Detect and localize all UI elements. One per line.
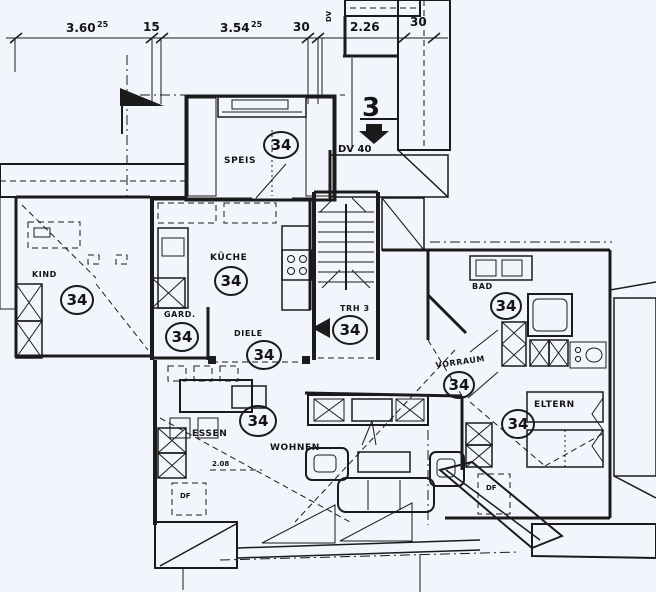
- svg-text:34: 34: [67, 291, 88, 309]
- roof-band-bottom: [154, 281, 656, 592]
- room-label-kueche: KÜCHE: [210, 252, 247, 263]
- unit-circle-kind: 34: [60, 285, 94, 315]
- wc-icon: [569, 341, 607, 369]
- dim-3-54-sup: 25: [251, 20, 263, 29]
- room-label-eltern: ELTERN: [534, 400, 575, 410]
- unit-circle-essen: 34: [239, 405, 277, 437]
- unit-circle-vorraum: 34: [443, 371, 475, 399]
- unit-circle-diele: 34: [246, 340, 282, 370]
- bathtub-icon: [527, 293, 573, 337]
- room-label-essen: ESSEN: [192, 429, 227, 439]
- svg-text:DF: DF: [180, 492, 191, 500]
- room-vorraum: VORRAUM 34: [435, 329, 499, 399]
- unit-circle-trh3: 34: [332, 315, 368, 345]
- room-label-bad: BAD: [472, 282, 493, 291]
- room-label-speis: SPEIS: [224, 156, 256, 166]
- dim-30-a: 30: [293, 20, 310, 34]
- room-label-diele: DIELE: [234, 329, 263, 338]
- room-label-trh3: TRH 3: [340, 304, 370, 313]
- svg-text:DF: DF: [486, 484, 497, 492]
- svg-text:34: 34: [172, 328, 193, 346]
- unit-circle-speis: 34: [263, 131, 299, 159]
- stairwell-trh3: TRH 3 34: [312, 190, 425, 360]
- unit-circle-gard: 34: [165, 322, 199, 352]
- stair-direction-arrow-down: [359, 124, 389, 144]
- dim-3-60-sup: 25: [97, 20, 109, 29]
- room-label-vorraum: VORRAUM: [435, 354, 486, 370]
- dim-30-b: 30: [410, 15, 427, 29]
- svg-text:34: 34: [221, 272, 242, 290]
- room-label-wohnen: WOHNEN: [270, 443, 320, 453]
- dim-15: 15: [143, 20, 160, 34]
- room-gard-diele: GARD. 34 DIELE 34: [151, 277, 310, 370]
- room-label-kind: KIND: [32, 270, 57, 279]
- svg-text:34: 34: [271, 136, 292, 154]
- room-label-gard: GARD.: [164, 310, 196, 319]
- dv-vertical-label: DV: [325, 10, 333, 22]
- svg-text:34: 34: [508, 415, 529, 433]
- tv-sideboard: [307, 394, 429, 446]
- dv40-label: DV 40: [338, 144, 371, 155]
- entry-arrow-left: [312, 318, 330, 338]
- unit-circle-bad: 34: [490, 292, 522, 320]
- dim-2-08: 2.08: [212, 460, 229, 468]
- north-flag-icon: [120, 88, 164, 106]
- room-kueche: KÜCHE 34: [154, 197, 313, 311]
- roof-window-wohnen: DF: [171, 482, 207, 516]
- unit-circle-kueche: 34: [214, 266, 248, 296]
- svg-text:34: 34: [340, 321, 361, 339]
- stair-number: 3: [362, 93, 380, 123]
- svg-text:34: 34: [248, 412, 269, 430]
- dim-3-54: 3.54: [220, 21, 250, 35]
- dim-3-60: 3.60: [66, 21, 96, 35]
- staircase-top-right: 3 DV 40: [328, 0, 451, 200]
- bed-icon: [526, 429, 604, 468]
- dim-2-26: 2.26: [350, 20, 380, 34]
- dimension-chain-top: 3.60 25 15 3.54 25 30 2.26 30 DV: [6, 10, 448, 104]
- stove-icon: [281, 249, 313, 281]
- svg-text:34: 34: [254, 346, 275, 364]
- svg-text:34: 34: [496, 297, 517, 315]
- room-eltern: ELTERN 34 DF: [465, 391, 607, 515]
- svg-text:34: 34: [449, 376, 470, 394]
- room-essen-wohnen: ESSEN 34 WOHNEN 2.08 DF: [153, 349, 465, 525]
- room-bad: BAD 34: [426, 255, 607, 369]
- unit-circle-eltern: 34: [501, 409, 535, 439]
- room-speis: SPEIS 34: [140, 94, 345, 202]
- room-kind: KIND 34: [14, 195, 154, 360]
